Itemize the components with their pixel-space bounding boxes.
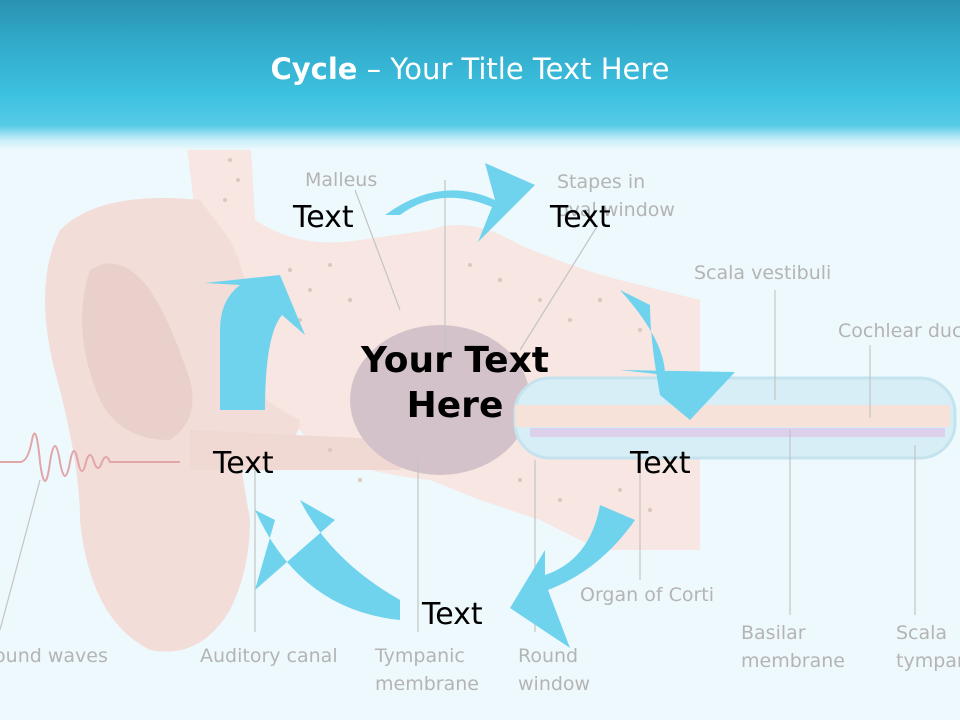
cycle-arrow-top [385,163,535,242]
ear-canal [190,430,405,470]
center-text-line1: Your Text [360,340,550,381]
cycle-arrow-bottom-left [255,500,400,620]
basilar-band [530,428,945,437]
label-scala-tympani-2: tympani [896,650,960,672]
label-cochlear-duct: Cochlear duct [838,320,960,342]
label-scala-tympani-1: Scala [896,622,947,644]
label-malleus: Malleus [305,169,377,191]
title-rest: – Your Title Text Here [357,52,670,86]
label-stapes-2: oval window [557,199,675,221]
cycle-item-2: Text [550,200,611,235]
middle-ear [350,325,530,475]
label-scala-vestibuli: Scala vestibuli [694,262,831,284]
title-banner [0,0,960,150]
cycle-arrow-right-upper [620,290,735,420]
cycle-arrows [205,163,735,648]
cycle-item-5: Text [422,597,483,632]
cycle-item-3: Text [213,446,274,481]
label-stapes-1: Stapes in [557,171,645,193]
label-tympanic-2: membrane [375,673,479,695]
sound-wave [0,432,180,482]
label-auditory-canal: Auditory canal [200,645,338,667]
label-round-2: window [518,673,590,695]
cycle-item-1: Text [293,200,354,235]
label-sound-waves: Sound waves [0,645,108,667]
leader-lines [0,180,916,632]
slide-title: Cycle – Your Title Text Here [0,52,940,86]
center-text-line2: Here [406,385,504,426]
center-text: Your Text Here [330,338,580,428]
cycle-arrow-left [205,275,305,410]
cycle-item-4: Text [630,446,691,481]
label-basilar-1: Basilar [741,622,806,644]
label-tympanic-1: Tympanic [374,645,465,667]
scala-vestibuli-band [515,405,950,427]
bone-texture [223,158,662,513]
cycle-arrow-right-lower [510,505,635,648]
label-round-1: Round [518,645,578,667]
label-organ-of-corti: Organ of Corti [580,584,714,606]
label-basilar-2: membrane [741,650,845,672]
ear-concha [82,263,193,440]
title-bold: Cycle [270,52,358,86]
